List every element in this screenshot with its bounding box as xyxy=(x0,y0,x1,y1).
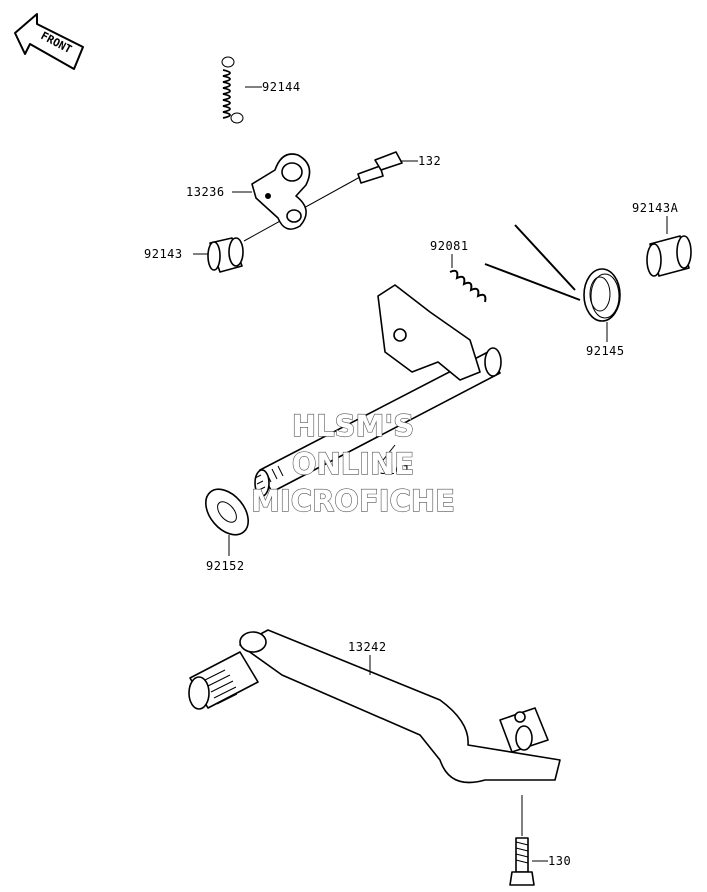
spring-92144-icon xyxy=(221,56,244,124)
part-label-130: 130 xyxy=(548,854,571,868)
part-label-13242: 13242 xyxy=(348,640,387,654)
part-label-92081: 92081 xyxy=(430,239,469,253)
collar-92143-icon xyxy=(207,237,244,273)
part-label-13161: 13161 xyxy=(372,463,411,477)
shift-shaft-13161-icon xyxy=(254,284,502,497)
part-label-92143a: 92143A xyxy=(632,201,679,215)
part-label-92143: 92143 xyxy=(144,247,183,261)
part-label-132: 132 xyxy=(418,154,441,168)
watermark-line-2: ONLINE xyxy=(292,447,414,481)
watermark: HLSM'S ONLINE MICROFICHE xyxy=(250,408,455,518)
spring-92145-icon xyxy=(484,224,621,322)
watermark-line-3: MICROFICHE xyxy=(251,484,455,518)
shift-pedal-13242-icon xyxy=(188,629,561,784)
spring-92081-icon xyxy=(449,269,487,303)
lever-13236-icon xyxy=(251,153,311,230)
front-arrow-icon: FRONT xyxy=(14,13,84,70)
washer-92152-icon xyxy=(205,488,249,536)
watermark-line-1: HLSM'S xyxy=(292,409,414,443)
bolt-132-icon xyxy=(357,151,403,184)
part-label-92152: 92152 xyxy=(206,559,245,573)
collar-92143a-icon xyxy=(646,235,692,277)
part-label-92145: 92145 xyxy=(586,344,625,358)
part-label-13236: 13236 xyxy=(186,185,225,199)
part-label-92144: 92144 xyxy=(262,80,301,94)
bolt-130-icon xyxy=(509,837,535,886)
